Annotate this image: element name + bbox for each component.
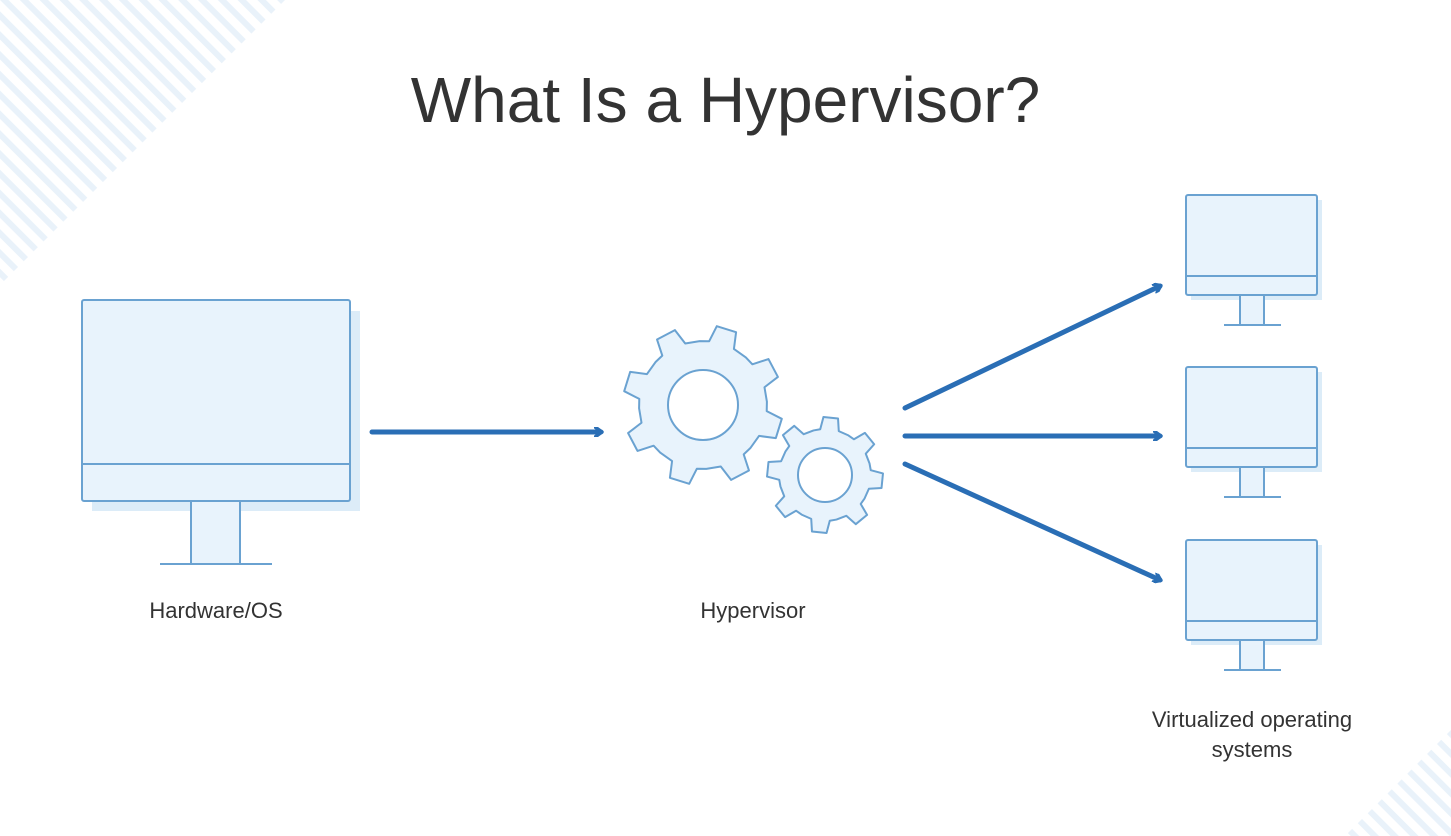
monitor-icon — [1185, 366, 1322, 498]
virtualized-os-label: Virtualized operating systems — [1151, 707, 1353, 762]
page-title: What Is a Hypervisor? — [410, 64, 1041, 136]
monitor-icon — [1185, 539, 1322, 671]
monitor-icon — [1185, 194, 1322, 326]
arrow-to-guest-3 — [902, 461, 1160, 580]
large-gear-icon — [623, 325, 783, 485]
arrows-hypervisor-to-guests — [902, 286, 1160, 580]
arrow-to-guest-1 — [902, 286, 1160, 411]
decorative-stripes-bottom-right — [1345, 730, 1451, 836]
hypervisor-label: Hypervisor — [700, 598, 806, 623]
monitor-icon — [81, 299, 360, 565]
hardware-os-label: Hardware/OS — [149, 598, 283, 623]
small-gear-icon — [766, 416, 884, 534]
gears-icon — [623, 325, 884, 534]
decorative-stripes-top-left — [0, 0, 285, 285]
